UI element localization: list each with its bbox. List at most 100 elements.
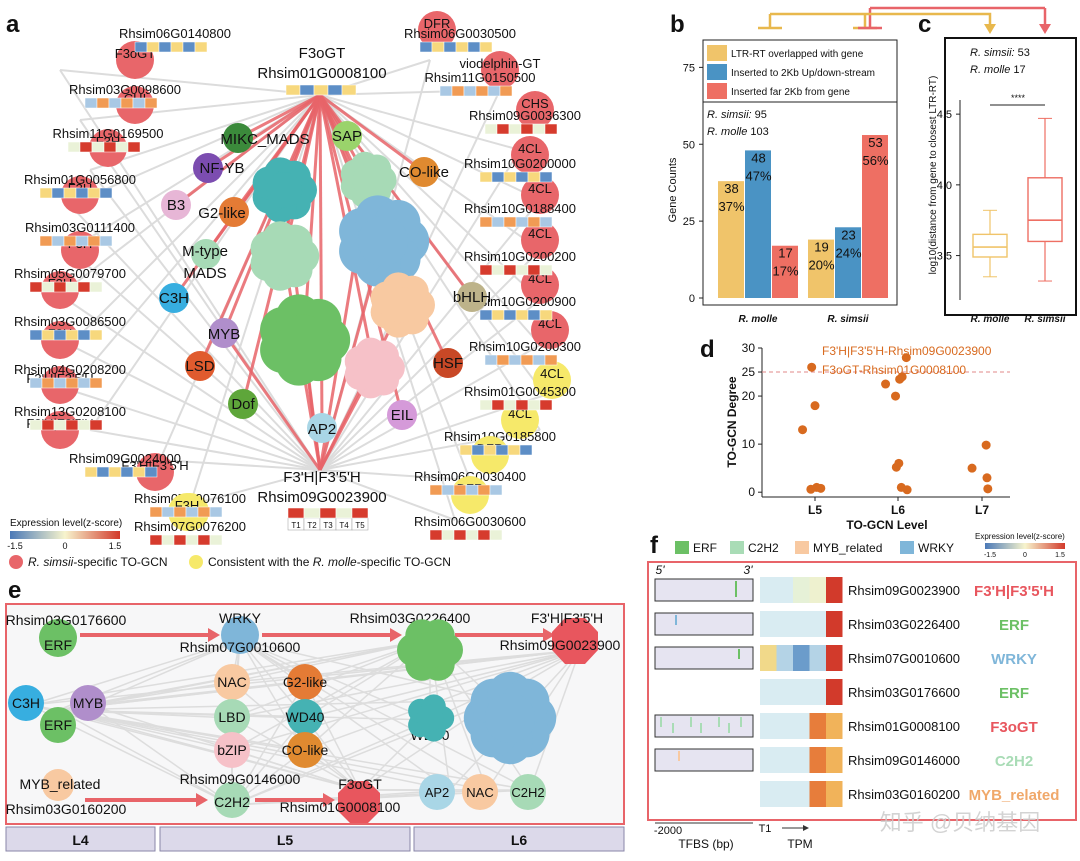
gene-family-label: C2H2 xyxy=(995,753,1033,770)
tf-node-b3 xyxy=(161,190,191,220)
arrow-head-icon xyxy=(196,793,208,807)
network-edge xyxy=(319,429,541,471)
watermark: 知乎 @贝纳基因 xyxy=(880,810,1040,835)
network-edge xyxy=(69,389,321,471)
axis-label: TFBS (bp) xyxy=(678,837,733,851)
gene-expression-strip xyxy=(439,85,513,97)
axis-tick-label: -2000 xyxy=(654,825,682,837)
heatmap-cell xyxy=(51,235,65,247)
heatmap-cell xyxy=(115,141,129,153)
heatmap-cell xyxy=(539,171,553,183)
heatmap-cell xyxy=(479,309,493,321)
gene-id-label: Rhsim09G0023900 xyxy=(500,637,621,653)
tf-label: MIKC_MADS xyxy=(220,131,309,148)
heatmap-cell xyxy=(479,399,493,411)
tfbs-mark xyxy=(735,581,737,591)
heatmap-cell xyxy=(491,216,505,228)
gene-expression-strip xyxy=(67,141,141,153)
tpm-cell xyxy=(793,645,810,671)
y-axis-label: log10(distance from gene to closest LTR-… xyxy=(928,76,939,275)
data-point xyxy=(981,440,991,450)
tf-node xyxy=(287,699,323,735)
heatmap-cell xyxy=(515,399,529,411)
heatmap-cell xyxy=(89,281,103,293)
tpm-cell xyxy=(826,713,843,739)
heatmap-cell xyxy=(51,187,65,199)
tfbs-mark xyxy=(660,717,662,727)
tf-label: LBD xyxy=(218,709,245,725)
data-point xyxy=(810,401,820,411)
arrow-head-icon xyxy=(543,628,555,642)
tf-node-hsf xyxy=(433,348,463,378)
gene-expression-strip xyxy=(429,529,503,541)
gene-id-label: Rhsim01G0008100 xyxy=(280,799,401,815)
heatmap-cell xyxy=(209,506,223,518)
network-edge xyxy=(231,719,431,806)
y-tick-label: 75 xyxy=(683,62,695,74)
heatmap-cell xyxy=(477,529,491,541)
heatmap-cell xyxy=(491,309,505,321)
cluster-core xyxy=(412,632,448,668)
tpm-cell xyxy=(809,747,826,773)
heatmap-cell xyxy=(132,466,146,478)
tf-node-mikc-mads xyxy=(223,123,253,153)
heatmap-cell xyxy=(544,354,558,366)
heatmap-cell xyxy=(453,529,467,541)
arrow-icon xyxy=(984,24,996,34)
promoter-region xyxy=(654,578,754,602)
heatmap-cell xyxy=(39,187,53,199)
tpm-cell xyxy=(793,747,810,773)
data-point xyxy=(894,458,904,468)
tf-node-ap2 xyxy=(307,413,337,443)
tf-label: AP2 xyxy=(308,421,336,438)
gene-expression-strip xyxy=(39,235,113,247)
tf-node-bzip xyxy=(344,337,405,399)
gene-expression-strip xyxy=(149,506,223,518)
cluster-core xyxy=(484,692,536,744)
y-tick-label: 10 xyxy=(742,437,756,451)
heatmap-cell xyxy=(431,41,445,53)
bar-percent-label: 24% xyxy=(835,245,861,260)
bar xyxy=(808,239,834,298)
gene-id-label: Rhsim07G0010600 xyxy=(848,651,960,666)
level-bar xyxy=(159,826,411,852)
tpm-cell xyxy=(776,577,793,603)
heatmap-cell xyxy=(439,85,453,97)
node-myb xyxy=(70,685,106,721)
heatmap-cell xyxy=(527,216,541,228)
heatmap-cell xyxy=(75,235,89,247)
heatmap-cell xyxy=(477,484,491,496)
heatmap-cell xyxy=(465,529,479,541)
tf-label: MYB xyxy=(208,326,241,343)
promoter-region xyxy=(654,748,754,772)
gene-expression-strip xyxy=(429,484,503,496)
panel-border xyxy=(944,37,1077,316)
heatmap-cell xyxy=(520,354,534,366)
heatmap-cell xyxy=(527,309,541,321)
gene-id-label: Rhsim13G0208100 xyxy=(14,404,126,419)
regulation-edge xyxy=(175,93,321,207)
heatmap-cell xyxy=(285,84,301,96)
heatmap-cell xyxy=(29,419,43,431)
tf-node xyxy=(287,664,323,700)
x-tick-label: R. molle xyxy=(971,314,1010,325)
gene-id-label: Rhsim10G0185800 xyxy=(444,429,556,444)
cluster-wd40 xyxy=(408,694,455,742)
x-axis-label: TO-GCN Level xyxy=(846,518,927,532)
cluster-core xyxy=(384,287,420,323)
heatmap-cell xyxy=(144,97,158,109)
heatmap-cell xyxy=(489,529,503,541)
tpm-cell xyxy=(809,611,826,637)
network-edge xyxy=(89,429,321,471)
tpm-cell xyxy=(793,713,810,739)
heatmap-cell xyxy=(65,377,79,389)
gene-id-label: Rhsim03G0098600 xyxy=(69,82,181,97)
heatmap-cell xyxy=(503,216,517,228)
gene-family-label: 4CL xyxy=(540,366,564,381)
promoter-region xyxy=(654,714,754,738)
tf-node-lsd xyxy=(185,351,215,381)
heatmap-cell xyxy=(134,41,148,53)
panel-f-frame xyxy=(647,561,1077,821)
